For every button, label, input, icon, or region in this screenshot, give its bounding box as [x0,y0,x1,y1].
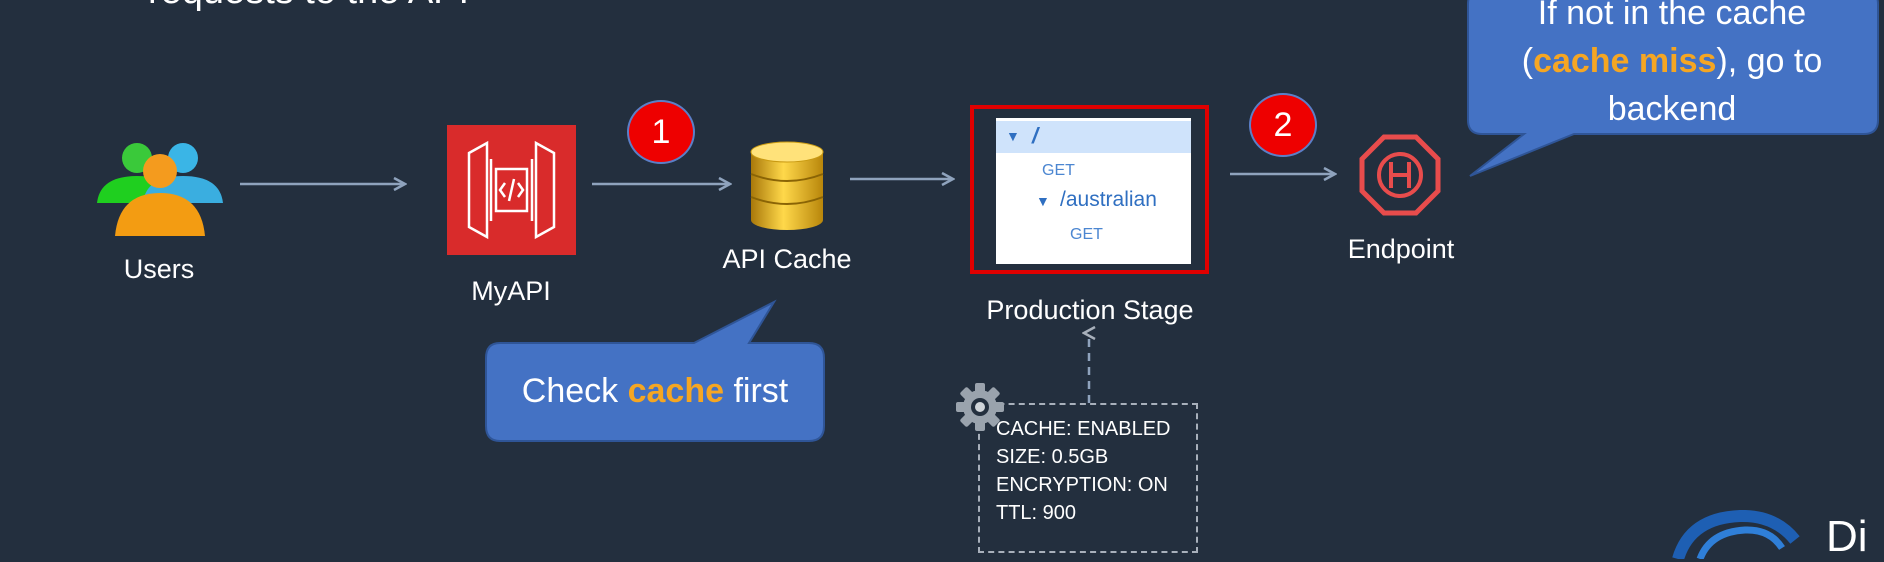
cache-enabled-text: CACHE: ENABLED [996,418,1171,440]
step-1-badge: 1 [627,100,695,164]
tree-root-highlight [996,121,1191,153]
production-stage-frame: ▼ / GET ▼ /australian GET [970,105,1209,274]
callout-cache-highlight: cache [627,372,724,410]
api-gateway-icon [447,125,576,255]
tree-child-path[interactable]: /australian [1060,188,1157,211]
tree-root-path[interactable]: / [1032,123,1039,148]
brand-logo-text: Di [1826,512,1868,561]
cache-settings-box [978,403,1198,553]
brand-logo-icon [1672,510,1800,559]
api-cache-label: API Cache [722,244,852,274]
tree-child-expand-icon[interactable]: ▼ [1036,193,1050,209]
callout-cache-bubble [485,299,825,442]
tree-expand-icon[interactable]: ▼ [1006,128,1020,144]
step-2-badge: 2 [1249,93,1317,157]
callout-miss-line1: If not in the cache [1537,0,1807,32]
endpoint-label: Endpoint [1347,234,1455,264]
tree-root-method[interactable]: GET [1042,162,1075,179]
callout-miss-line3: backend [1607,90,1737,128]
callout-miss-bubble [1467,0,1879,177]
callout-cache-text: Check cache first [486,372,824,411]
resource-tree: ▼ / GET ▼ /australian GET [996,118,1191,264]
users-icon [97,143,223,236]
gear-icon [956,383,1004,431]
production-stage-label: Production Stage [986,295,1194,325]
callout-miss-highlight: cache miss [1533,42,1717,80]
endpoint-icon [1359,134,1441,216]
slide-title: requests to the API [148,0,469,13]
callout-cache-prefix: Check [521,372,628,410]
database-icon [750,141,824,230]
cache-encryption-text: ENCRYPTION: ON [996,474,1168,496]
callout-cache-suffix: first [724,372,789,410]
cache-size-text: SIZE: 0.5GB [996,446,1109,468]
tree-child-method[interactable]: GET [1070,226,1103,243]
callout-miss-line2: (cache miss), go to [1470,42,1874,81]
cache-ttl-text: TTL: 900 [996,502,1077,524]
myapi-label: MyAPI [471,276,551,306]
callout-miss-line2-prefix: ( [1521,42,1534,80]
users-label: Users [123,254,195,284]
callout-miss-line2-suffix: ), go to [1716,42,1823,80]
